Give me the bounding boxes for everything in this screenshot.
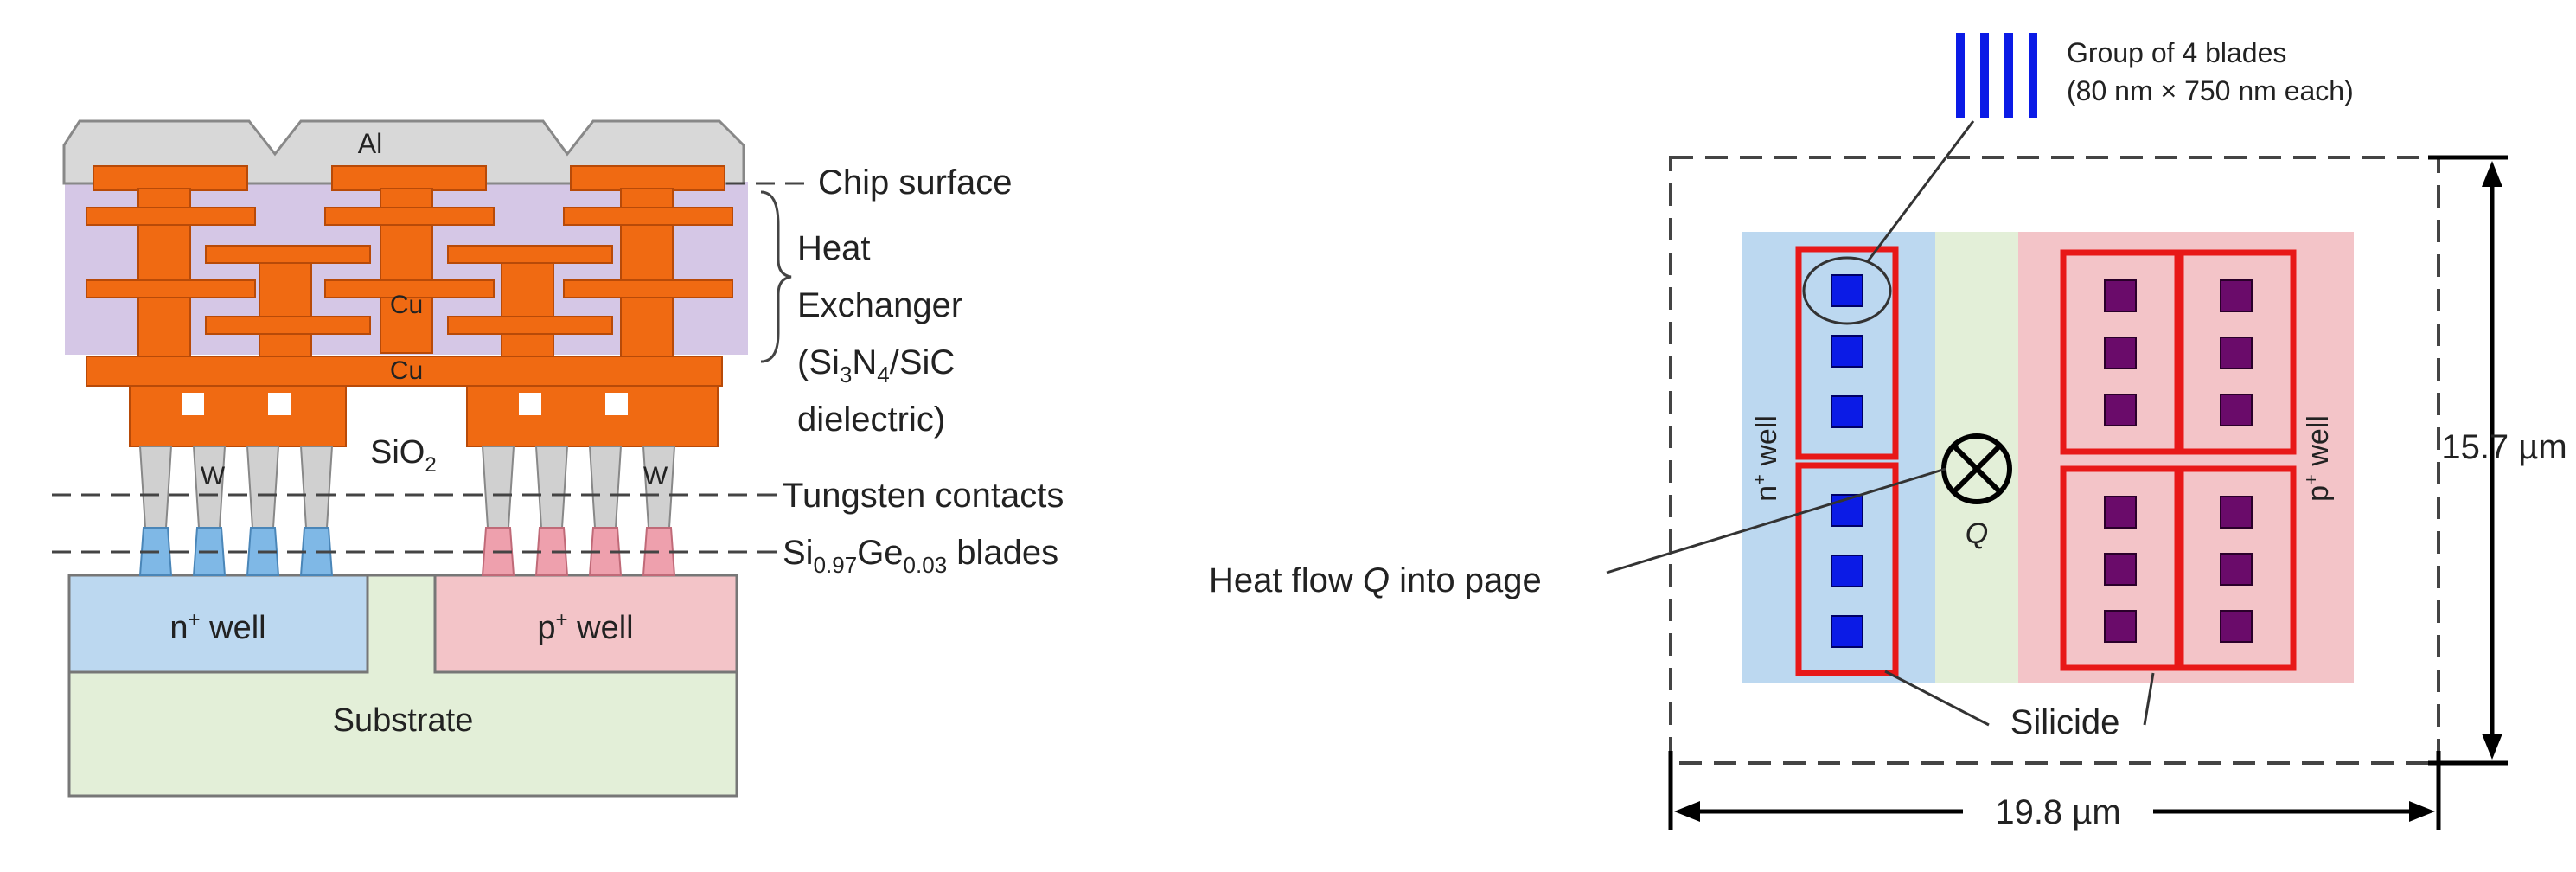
w-right-label: W <box>643 462 668 490</box>
tungsten-contacts <box>138 446 676 529</box>
heat-exchanger-label-1: Heat <box>797 229 871 267</box>
p-silicide-blocks <box>2060 249 2297 671</box>
blade-group-legend-icon <box>1956 33 2037 118</box>
sio2-label: SiO2 <box>370 434 437 477</box>
heat-flow-label: Heat flow Q into page <box>1209 561 1542 600</box>
silicide-leader-lines <box>1884 670 2155 727</box>
silicide-label: Silicide <box>2010 703 2120 741</box>
top-view-diagram: Group of 4 blades (80 nm × 750 nm each) <box>1209 33 2567 831</box>
blade-group-label-1: Group of 4 blades <box>2067 37 2286 68</box>
p-well-vertical-label: p+ well <box>2300 415 2335 502</box>
sige-blades-p <box>481 527 676 576</box>
p-blade-groups <box>2104 279 2253 643</box>
q-symbol-label: Q <box>1966 517 1988 550</box>
highlight-ellipse <box>1802 256 1892 325</box>
via-holes <box>182 393 628 415</box>
middle-region <box>1935 232 2018 683</box>
cross-section-diagram: Substrate n+ well p+ well Al <box>52 119 1064 798</box>
n-blade-groups <box>1831 274 1863 648</box>
p-well-block <box>433 574 738 674</box>
heat-exchanger-label-2: Exchanger <box>797 286 962 324</box>
n-silicide-blocks <box>1795 246 1899 676</box>
reference-lines <box>52 182 809 554</box>
n-well-block <box>67 574 369 674</box>
heat-flow-leader-line <box>1606 467 1946 574</box>
chip-surface-label: Chip surface <box>818 164 1013 202</box>
legend-leader-line <box>1866 120 1975 262</box>
p-well-label: p+ well <box>537 608 633 646</box>
cu-upper-label: Cu <box>390 291 423 319</box>
blade-group-label-2: (80 nm × 750 nm each) <box>2067 75 2354 106</box>
n-well-vertical-label: n+ well <box>1748 415 1783 502</box>
heat-exchanger-label-3: (Si3N4/SiC <box>797 343 955 388</box>
cu-lower-label: Cu <box>390 356 423 385</box>
height-dimension-arrow <box>2428 155 2508 766</box>
sige-blades-label: Si0.97Ge0.03 blades <box>783 534 1058 578</box>
al-label: Al <box>358 128 382 159</box>
height-label: 15.7 µm <box>2441 428 2566 466</box>
copper-interconnect <box>86 165 733 447</box>
n-well-label: n+ well <box>169 608 265 646</box>
heat-exchanger-brace <box>760 190 792 363</box>
substrate-label: Substrate <box>333 702 474 739</box>
tungsten-contacts-label: Tungsten contacts <box>783 477 1064 515</box>
width-label: 19.8 µm <box>1995 793 2120 831</box>
w-left-label: W <box>201 462 226 490</box>
p-well-region <box>2018 232 2354 683</box>
chip-boundary <box>1669 156 2440 765</box>
heat-exchanger-label-4: dielectric) <box>797 401 945 439</box>
width-dimension-arrow <box>1668 751 2441 830</box>
